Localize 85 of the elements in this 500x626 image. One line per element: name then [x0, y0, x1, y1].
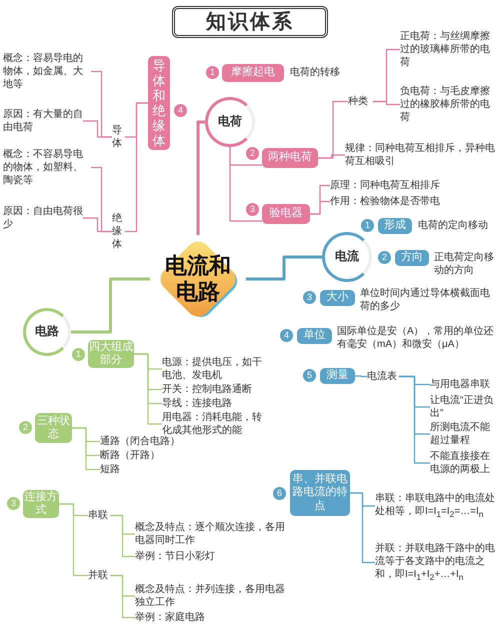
branch-text: 短路 — [100, 463, 200, 476]
number-badge: 1 — [206, 66, 219, 79]
topic-box: 两种电荷 — [262, 148, 318, 168]
branch-text: 原因：有大量的自由电荷 — [3, 108, 83, 134]
title-banner: 知识体系 — [172, 6, 328, 38]
branch-text: 举例：节日小彩灯 — [135, 550, 285, 563]
branch-text: 举例：家庭电路 — [135, 611, 285, 624]
branch-text: 与用电器串联 — [430, 378, 498, 391]
connector-line — [125, 102, 148, 232]
number-badge: 2 — [19, 421, 32, 434]
topic-circle: 电流 — [322, 232, 372, 282]
connector-line — [399, 376, 430, 464]
connector-line — [72, 427, 100, 470]
number-badge: 3 — [303, 291, 316, 304]
number-badge: 3 — [7, 497, 20, 510]
branch-text: 导线：连接电路 — [162, 397, 264, 410]
number-badge: 5 — [303, 369, 316, 382]
branch-text: 让电流“正进负出” — [430, 394, 498, 420]
connector-line — [229, 147, 262, 222]
description-text: 单位时间内通过导体横截面电荷的多少 — [360, 287, 490, 313]
connector-line — [110, 574, 135, 618]
branch-text: 断路（开路） — [100, 449, 200, 462]
topic-box: 串、并联电路电流的特点 — [290, 470, 350, 516]
branch-text: 电源：提供电压，如干电池、发电机 — [162, 356, 264, 382]
branch-text: 种类 — [348, 95, 373, 108]
branch-text: 正电荷：与丝绸摩擦过的玻璃棒所带的电荷 — [400, 30, 496, 69]
number-badge: 1 — [361, 219, 374, 232]
topic-circle: 电路 — [23, 308, 71, 356]
number-badge: 6 — [273, 487, 286, 500]
branch-text: 串联：串联电路中的电流处处相等，即I=I$_{1}$=I$_{2}$=…=I$_{n}$ — [375, 492, 497, 520]
connector-line — [134, 353, 162, 425]
connector-line — [83, 120, 112, 138]
branch-text: 串联 — [88, 509, 110, 522]
branch-text: 概念：不容易导电的物体，如塑料、陶瓷等 — [3, 148, 91, 187]
topic-box: 测量 — [320, 368, 355, 384]
topic-box: 三种状态 — [35, 413, 72, 443]
number-badge: 2 — [378, 251, 391, 264]
connector-line — [71, 278, 150, 334]
topic-box: 单位 — [297, 328, 332, 344]
branch-text: 作用：检验物体是否带电 — [330, 195, 490, 208]
topic-box: 大小 — [320, 290, 355, 306]
number-badge: 3 — [246, 203, 259, 216]
topic-box: 方向 — [395, 250, 429, 266]
connector-line — [355, 375, 367, 378]
topic-box: 验电器 — [262, 204, 310, 224]
branch-text: 原因：自由电荷很少 — [3, 205, 83, 231]
branch-text: 负电荷：与毛皮摩擦过的橡胶棒所带的电荷 — [400, 85, 496, 124]
connector-line — [246, 256, 322, 280]
connector-line — [110, 514, 135, 558]
topic-box: 摩擦起电 — [222, 64, 284, 82]
connector-line — [310, 200, 330, 215]
branch-text: 并联：并联电路干路中的电流等于各支路中的电流之和，即I=I$_{1}$+I$_{2}$+…+I$_{n}$ — [375, 542, 497, 583]
branch-text: 规律：同种电荷互相排斥，异种电荷互相吸引 — [345, 142, 495, 168]
number-badge: 4 — [174, 104, 187, 117]
connector-line — [59, 503, 88, 576]
topic-box: 连接方式 — [23, 490, 59, 518]
number-badge: 2 — [246, 147, 259, 160]
description-text: 电荷的转移 — [290, 66, 341, 79]
description-text: 正电荷定向移动的方向 — [434, 251, 495, 277]
branch-text: 所测电流不能超过量程 — [430, 421, 498, 447]
branch-text: 概念及特点：并列连接，各用电器独立工作 — [135, 583, 285, 609]
connector-line — [318, 154, 345, 159]
branch-text: 开关：控制电路通断 — [162, 383, 264, 396]
topic-box: 形成 — [378, 218, 412, 234]
topic-circle: 电荷 — [205, 97, 255, 147]
connector-line — [373, 100, 400, 106]
branch-text: 电流表 — [367, 370, 399, 383]
topic-box: 四大组成部分 — [88, 340, 134, 368]
branch-text: 绝缘体 — [112, 212, 125, 251]
branch-text: 概念：容易导电的物体，如金属、大地等 — [3, 52, 91, 91]
connector-line — [350, 492, 375, 564]
branch-text: 通路（闭合电路） — [100, 435, 200, 448]
number-badge: 4 — [280, 329, 293, 342]
description-text: 国际单位是安（A），常用的单位还有毫安（mA）和微安（μA） — [337, 325, 495, 351]
branch-text: 原理：同种电荷互相排斥 — [330, 179, 490, 192]
topic-box: 导体和绝缘体 — [148, 56, 170, 150]
connector-line — [83, 217, 112, 232]
description-text: 电荷的定向移动 — [418, 219, 489, 232]
number-badge: 1 — [72, 348, 85, 361]
branch-text: 导体 — [112, 124, 125, 150]
branch-text: 并联 — [88, 569, 110, 582]
branch-text: 用电器：消耗电能，转化成其他形式的能 — [162, 411, 264, 437]
branch-text: 概念及特点：逐个顺次连接，各用电器同时工作 — [135, 521, 285, 547]
branch-text: 不能直接接在电源的两极上 — [430, 450, 498, 476]
connector-line — [196, 120, 205, 235]
